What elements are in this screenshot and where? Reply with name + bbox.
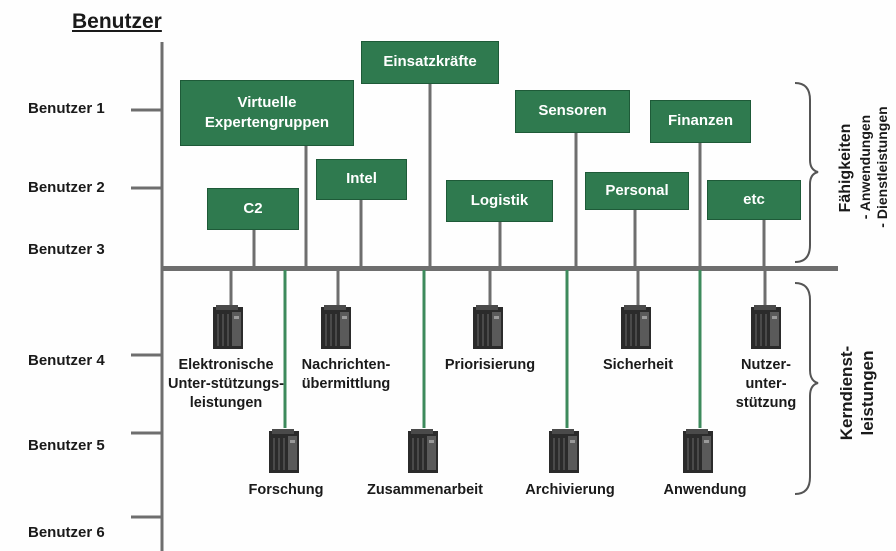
cap-box-virtuelle: Virtuelle Expertengruppen: [180, 80, 354, 146]
svc-label-nachrichten: Nachrichten-übermittlung: [301, 357, 391, 392]
brace-faehigkeiten: [794, 82, 819, 263]
page-title: Benutzer: [72, 10, 162, 33]
cap-box-personal: Personal: [585, 172, 689, 210]
svc-label-nutzer: Nutzer-unter-stützung: [735, 357, 797, 411]
cap-box-logistik: Logistik: [446, 180, 553, 222]
cap-box-einsatz: Einsatzkräfte: [361, 41, 499, 84]
user-label-4: Benutzer 4: [28, 352, 105, 369]
user-label-1: Benutzer 1: [28, 100, 105, 117]
main-bus: [162, 266, 838, 271]
server-icon: [408, 429, 438, 473]
svc-label-elektronische: Elektronische Unter-stützungs-leistungen: [168, 357, 284, 411]
user-label-5: Benutzer 5: [28, 437, 105, 454]
svc-label-anwendung: Anwendung: [663, 482, 747, 498]
server-icon: [321, 305, 351, 349]
side-label-dienstleistungen: - Dienstleistungen: [874, 106, 890, 228]
cap-box-etc: etc: [707, 180, 801, 220]
server-icon: [621, 305, 651, 349]
cap-label-finanzen: Finanzen: [667, 112, 733, 130]
server-icon: [683, 429, 713, 473]
svc-label-sicherheit: Sicherheit: [602, 357, 674, 373]
svc-label-zusammenarbeit: Zusammenarbeit: [366, 482, 484, 498]
svc-label-forschung: Forschung: [248, 482, 324, 498]
cap-box-c2: C2: [207, 188, 299, 230]
user-label-3: Benutzer 3: [28, 241, 105, 258]
user-label-2: Benutzer 2: [28, 179, 105, 196]
side-label-leistungen: leistungen: [858, 350, 877, 436]
cap-label-einsatz: Einsatzkräfte: [383, 53, 477, 71]
cap-label-virtuelle: Virtuelle Expertengruppen: [204, 93, 330, 131]
server-icon: [751, 305, 781, 349]
side-label-anwendungen: - Anwendungen: [857, 114, 873, 220]
side-label-kerndienst: Kerndienst-: [837, 345, 856, 441]
user-label-6: Benutzer 6: [28, 524, 105, 541]
server-icon: [269, 429, 299, 473]
cap-box-intel: Intel: [316, 159, 407, 200]
brace-kerndienst: [794, 282, 819, 495]
svc-label-priorisierung: Priorisierung: [444, 357, 536, 373]
server-icon: [473, 305, 503, 349]
cap-label-intel: Intel: [346, 170, 377, 188]
server-icon: [213, 305, 243, 349]
cap-label-logistik: Logistik: [470, 191, 529, 209]
cap-label-personal: Personal: [605, 181, 669, 199]
cap-label-sensoren: Sensoren: [538, 102, 607, 120]
server-icon: [549, 429, 579, 473]
svc-label-archivierung: Archivierung: [525, 482, 615, 498]
cap-label-etc: etc: [743, 190, 765, 208]
cap-box-sensoren: Sensoren: [515, 90, 630, 133]
side-label-faehigkeiten: Fähigkeiten: [837, 123, 854, 213]
cap-label-c2: C2: [243, 199, 263, 217]
cap-box-finanzen: Finanzen: [650, 100, 751, 143]
